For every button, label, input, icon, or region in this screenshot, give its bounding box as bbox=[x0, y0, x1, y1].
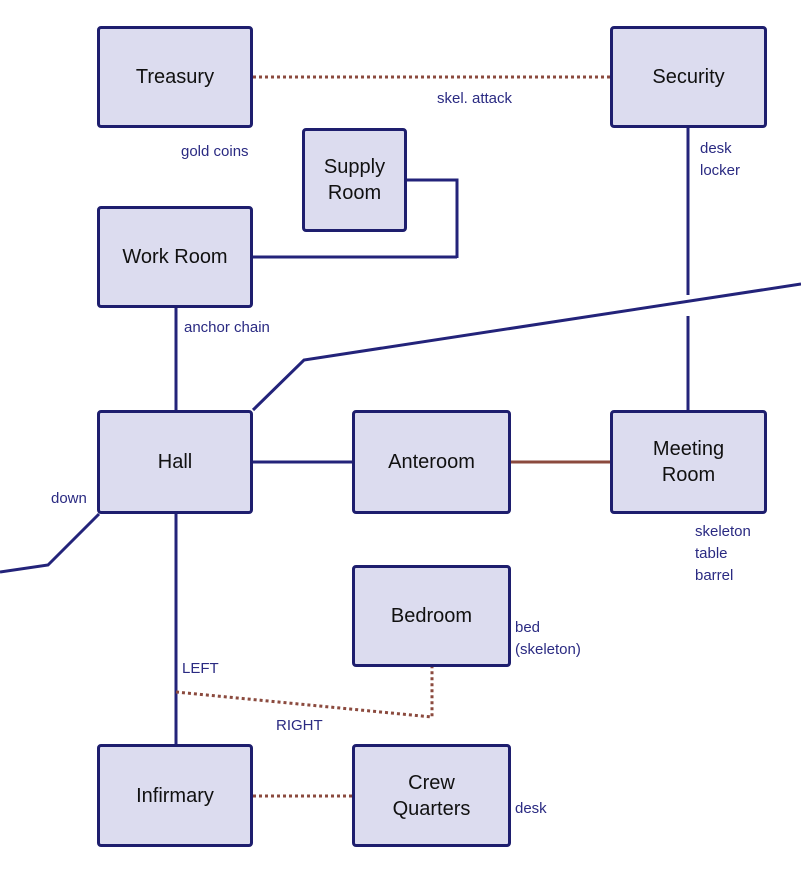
room-crew-quarters-label: Crew Quarters bbox=[392, 771, 471, 820]
room-bedroom[interactable]: Bedroom bbox=[352, 565, 511, 667]
passage-hall-down bbox=[0, 512, 101, 574]
room-supply-room[interactable]: Supply Room bbox=[302, 128, 407, 232]
annotation-skel-attack: skel. attack bbox=[437, 90, 513, 107]
annotation-right: RIGHT bbox=[276, 717, 323, 734]
passage-hall-northeast-exit bbox=[251, 282, 801, 412]
room-work-room-label: Work Room bbox=[122, 246, 228, 268]
annotation-bedroom-items: bed (skeleton) bbox=[515, 619, 581, 658]
passage-supplyroom-loop bbox=[407, 178, 459, 258]
annotation-gold-coins: gold coins bbox=[181, 143, 249, 160]
room-hall-label: Hall bbox=[157, 451, 193, 473]
room-work-room[interactable]: Work Room bbox=[97, 206, 253, 308]
room-infirmary-label: Infirmary bbox=[136, 784, 214, 807]
room-treasury[interactable]: Treasury bbox=[97, 26, 253, 128]
room-infirmary[interactable]: Infirmary bbox=[97, 744, 253, 847]
annotation-meeting-items: skeleton table barrel bbox=[695, 523, 751, 584]
room-security-label: Security bbox=[652, 66, 725, 88]
annotation-anchor-chain: anchor chain bbox=[184, 319, 270, 336]
room-security[interactable]: Security bbox=[610, 26, 767, 128]
room-meeting-room-label: Meeting Room bbox=[652, 438, 725, 486]
annotation-security-items: desk locker bbox=[700, 140, 741, 179]
room-hall[interactable]: Hall bbox=[97, 410, 253, 514]
room-anteroom[interactable]: Anteroom bbox=[352, 410, 511, 514]
room-bedroom-label: Bedroom bbox=[390, 605, 473, 627]
room-supply-room-label: Supply Room bbox=[323, 156, 386, 204]
room-meeting-room[interactable]: Meeting Room bbox=[610, 410, 767, 514]
annotation-crew-items: desk bbox=[515, 800, 547, 817]
room-anteroom-label: Anteroom bbox=[388, 451, 475, 473]
room-treasury-label: Treasury bbox=[135, 66, 215, 88]
annotation-left: LEFT bbox=[182, 660, 219, 677]
room-crew-quarters[interactable]: Crew Quarters bbox=[352, 744, 511, 847]
annotation-down: down bbox=[51, 490, 87, 507]
dotted-hall-bedroom bbox=[175, 667, 434, 719]
